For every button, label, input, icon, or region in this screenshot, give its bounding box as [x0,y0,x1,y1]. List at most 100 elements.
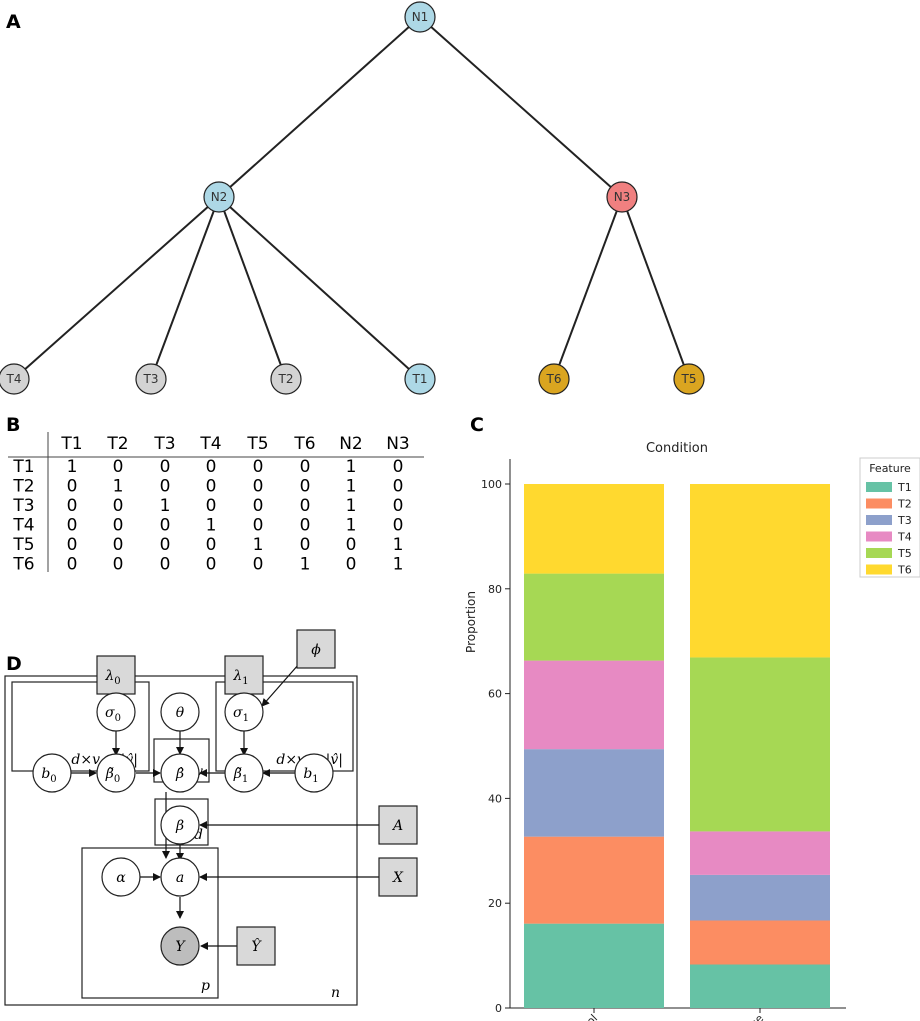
tree-node-label-N1: N1 [412,10,429,24]
plate-n-label: n [331,985,340,1001]
plate-beta-label: d [194,827,203,843]
matrix-cell: 0 [300,477,311,497]
matrix-row-label: T1 [12,457,34,477]
bar-Control-T6 [524,484,664,574]
tree-node-N2 [203,181,235,213]
stacked-bar-chart: Condition Proportion 020406080100Control… [464,441,920,1021]
model-node-label-a: a [176,870,184,886]
model-node-Y [160,926,200,966]
x-tick-label: Control [563,1012,600,1021]
matrix-cell: 0 [300,496,311,516]
matrix-cell: 1 [206,516,217,536]
matrix-cell: 0 [393,457,404,477]
model-node-lambda0 [96,655,136,695]
matrix-cell: 0 [113,535,124,555]
matrix-cell: 0 [300,457,311,477]
legend-swatch-T3 [866,515,892,525]
model-node-beta0t [96,753,136,793]
tree-edge-N2-T4 [13,196,220,380]
model-node-label-alpha: α [116,870,126,886]
tree-node-T4 [0,363,30,395]
bar-Case-T4 [690,831,830,875]
graphical-model: nd×v − |v̂|d×vd×v − |v̂|pdλ0λ1ϕσ0θσ1b0β̃… [4,629,418,1006]
model-node-betahat [160,753,200,793]
bar-Case-T1 [690,964,830,1008]
matrix-row-label: T6 [12,555,34,575]
matrix-cell: 0 [206,496,217,516]
model-node-label-beta: β [175,818,184,834]
y-tick-label: 20 [488,897,502,910]
legend-swatch-T5 [866,548,892,558]
legend-swatch-T4 [866,531,892,542]
model-node-theta [160,692,200,732]
tree-node-N3 [606,181,638,213]
matrix-cell: 0 [160,516,171,536]
model-node-label-theta: θ [176,705,185,721]
legend-label-T5: T5 [897,547,912,560]
matrix-cell: 0 [393,516,404,536]
matrix-cell: 1 [300,555,311,575]
model-node-X [378,857,418,897]
tree-node-T1 [404,363,436,395]
plate-p [81,847,219,999]
matrix-cell: 0 [160,457,171,477]
model-node-sigma1 [224,692,264,732]
legend-label-T2: T2 [897,498,912,511]
bar-Case-T2 [690,920,830,965]
matrix-cell: 0 [67,555,78,575]
tree-node-label-N3: N3 [614,190,631,204]
matrix-row-label: T3 [12,496,34,516]
legend-title: Feature [869,462,911,475]
legend-swatch-T6 [866,564,892,575]
bar-Case-T3 [690,874,830,921]
legend-label-T4: T4 [897,531,912,544]
tree-node-T2 [270,363,302,395]
matrix-cell: 0 [67,516,78,536]
y-tick-label: 0 [495,1002,502,1015]
legend-swatch-T1 [866,482,892,492]
matrix-cell: 0 [113,457,124,477]
tree-node-N1 [404,1,436,33]
tree-node-T5 [673,363,705,395]
matrix-cell: 1 [67,457,78,477]
chart-title: Condition [646,441,708,456]
matrix-cell: 0 [67,477,78,497]
plate-left [11,681,150,772]
tree-node-label-T2: T2 [278,372,294,386]
matrix-row-label: T4 [12,516,34,536]
matrix-cell: 0 [253,496,264,516]
matrix-cell: 0 [300,535,311,555]
panel-label-d: D [6,653,22,675]
matrix-cell: 0 [253,555,264,575]
matrix-cell: 1 [160,496,171,516]
matrix-cell: 0 [346,555,357,575]
matrix-col-header: T1 [60,434,82,454]
matrix-cell: 0 [160,555,171,575]
matrix-cell: 0 [206,457,217,477]
matrix-cell: 1 [113,477,124,497]
tree-node-label-T1: T1 [412,372,428,386]
matrix-row-label: T5 [12,535,34,555]
matrix-cell: 0 [206,555,217,575]
bar-Control-T3 [524,749,664,837]
matrix-cell: 0 [393,477,404,497]
tree-edges [13,16,690,380]
model-node-A [378,805,418,845]
tree-node-label-T6: T6 [546,372,562,386]
tree-edge-N3-T5 [621,196,690,380]
matrix-col-header: T2 [106,434,128,454]
y-tick-label: 80 [488,583,502,596]
matrix-cell: 1 [393,555,404,575]
matrix-cell: 1 [346,496,357,516]
y-tick-label: 100 [481,478,502,491]
bar-Control-T1 [524,923,664,1008]
tree-node-label-T5: T5 [681,372,697,386]
model-node-beta1t [224,753,264,793]
matrix-col-header: T6 [293,434,315,454]
model-node-Yhat [236,926,276,966]
model-node-alpha [101,857,141,897]
x-tick-label: Case [738,1012,766,1021]
panel-label-a: A [6,11,21,33]
